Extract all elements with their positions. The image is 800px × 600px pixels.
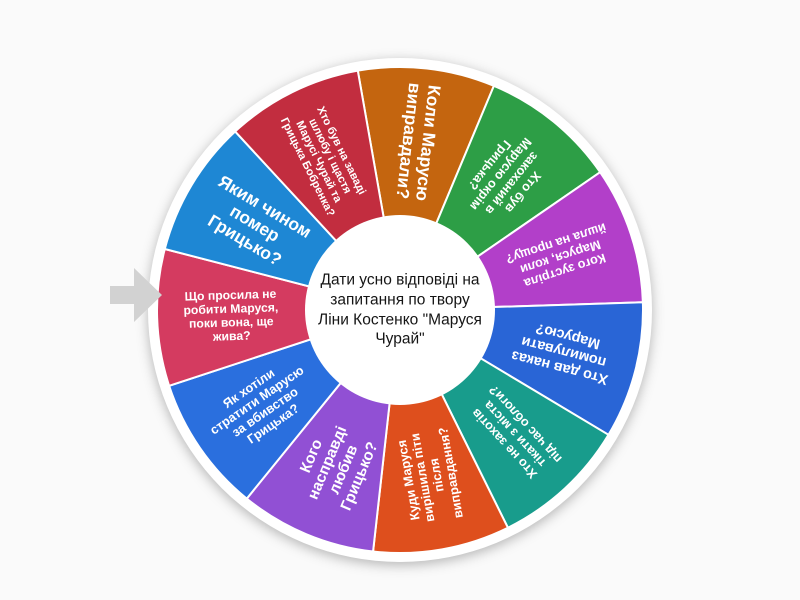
wheel-pointer — [110, 268, 162, 322]
pointer-arrow-icon — [110, 268, 162, 322]
wheel-segment[interactable] — [156, 247, 401, 387]
wheel-segment-label: Кого зустрілаМаруся, колийшла на прощу? — [504, 220, 617, 294]
wheel-segment-label: Що просила неробити Маруся,поки вона, ще… — [183, 287, 280, 345]
wheel-hub — [305, 215, 495, 405]
